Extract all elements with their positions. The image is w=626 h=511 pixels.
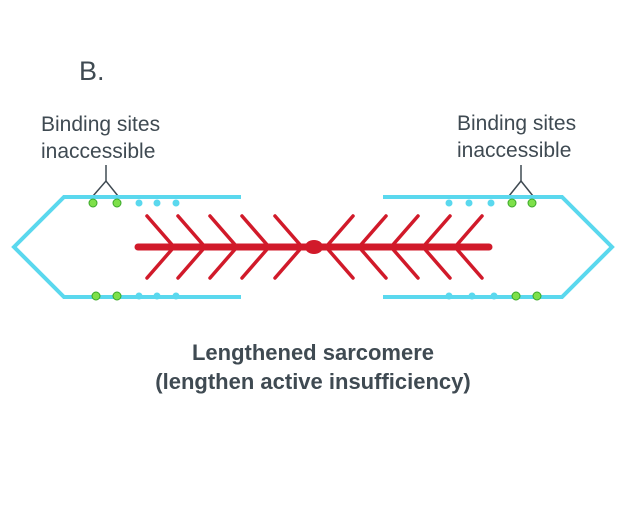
binding-site-inaccessible	[465, 199, 473, 207]
myosin-heads-right	[323, 214, 484, 280]
binding-site-inaccessible	[487, 199, 495, 207]
binding-site-inaccessible	[490, 292, 498, 300]
binding-site-inaccessible	[172, 292, 180, 300]
binding-sites-pointer-left	[92, 165, 119, 197]
binding-sites-label-left-line1: Binding sites	[41, 113, 161, 136]
binding-site-accessible	[527, 198, 537, 208]
binding-site-inaccessible	[468, 292, 476, 300]
binding-site-accessible	[511, 291, 521, 301]
myosin-heads-left	[145, 214, 305, 280]
binding-sites-pointer-right	[508, 165, 534, 197]
binding-site-accessible	[112, 291, 122, 301]
caption-line1: Lengthened sarcomere	[191, 340, 435, 365]
binding-sites-left-bottom	[91, 291, 180, 301]
binding-site-accessible	[532, 291, 542, 301]
binding-site-accessible	[88, 198, 98, 208]
binding-site-inaccessible	[135, 199, 143, 207]
binding-site-inaccessible	[445, 292, 453, 300]
binding-site-inaccessible	[135, 292, 143, 300]
binding-site-inaccessible	[172, 199, 180, 207]
binding-sites-label-left-line2: inaccessible	[41, 140, 156, 163]
binding-site-inaccessible	[153, 292, 161, 300]
binding-site-accessible	[507, 198, 517, 208]
binding-site-accessible	[112, 198, 122, 208]
actin-filament-right	[383, 195, 615, 299]
binding-sites-label-right-line2: inaccessible	[457, 139, 572, 162]
diagram-caption: Lengthened sarcomere (lengthen active in…	[0, 338, 626, 396]
actin-filament-left	[11, 195, 241, 299]
binding-sites-right-top	[445, 198, 537, 208]
m-line-center	[305, 240, 323, 254]
binding-sites-right-bottom	[445, 291, 542, 301]
binding-site-inaccessible	[445, 199, 453, 207]
binding-site-accessible	[91, 291, 101, 301]
binding-sites-left-top	[88, 198, 180, 208]
binding-sites-label-right-line1: Binding sites	[457, 112, 577, 135]
binding-sites-label-left: Binding sites inaccessible	[41, 111, 160, 165]
binding-site-inaccessible	[153, 199, 161, 207]
caption-line2: (lengthen active insufficiency)	[155, 369, 471, 394]
panel-label: B.	[79, 56, 105, 86]
binding-sites-label-right: Binding sites inaccessible	[457, 110, 576, 164]
